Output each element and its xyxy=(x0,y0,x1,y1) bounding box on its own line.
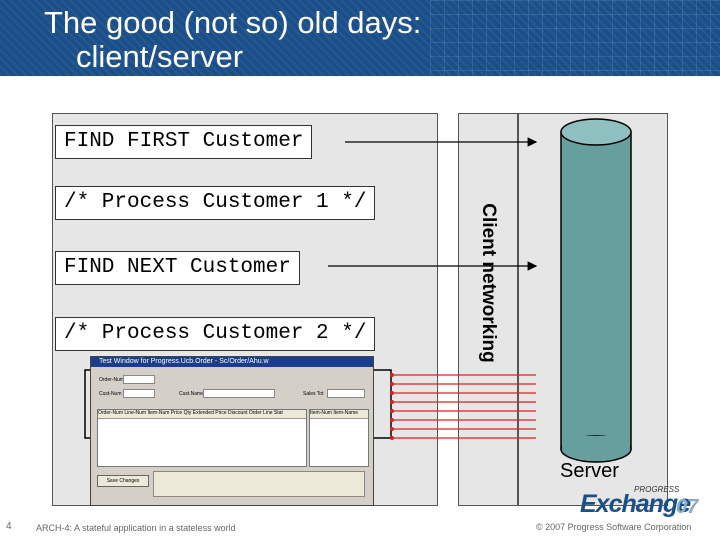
cust-name-label: Cust.Name xyxy=(179,391,205,397)
items-grid: Item-Num Item-Name xyxy=(309,409,369,467)
order-lines-grid-header: Order-Num Line-Num Item-Num Price Qty Ex… xyxy=(98,410,306,419)
header-grid-pattern xyxy=(430,0,720,76)
find-next-statement: FIND NEXT Customer xyxy=(55,251,300,285)
sales-tot-label: Sales Tot xyxy=(303,391,324,397)
network-wires xyxy=(392,374,536,439)
order-num-field xyxy=(123,375,155,384)
wire-endpoints xyxy=(390,373,394,440)
copyright: © 2007 Progress Software Corporation xyxy=(536,522,692,532)
status-area xyxy=(153,471,365,497)
find-first-statement: FIND FIRST Customer xyxy=(55,125,313,159)
database-icon xyxy=(560,118,632,463)
server-label: Server xyxy=(560,460,619,482)
header-banner: The good (not so) old days: client/serve… xyxy=(0,0,720,76)
network-panel xyxy=(458,113,518,506)
progress-logo-text: PROGRESS xyxy=(634,485,680,494)
title-line-1: The good (not so) old days: xyxy=(44,5,422,40)
order-lines-grid: Order-Num Line-Num Item-Num Price Qty Ex… xyxy=(97,409,307,467)
page-number: 4 xyxy=(6,521,12,532)
session-title: ARCH-4: A stateful application in a stat… xyxy=(36,523,236,533)
items-grid-header: Item-Num Item-Name xyxy=(310,410,368,419)
exchange-logo-year: 07 xyxy=(676,496,699,518)
app-window-screenshot: Test Window for Progress.Ucb.Order - Sc/… xyxy=(90,356,374,506)
cust-name-field xyxy=(203,389,275,398)
cust-num-label: Cust-Num xyxy=(99,391,122,397)
exchange-logo: Exchange xyxy=(580,490,691,518)
title-line-2: client/server xyxy=(76,39,244,74)
app-window-title: Test Window for Progress.Ucb.Order - Sc/… xyxy=(91,357,373,367)
order-num-label: Order-Num xyxy=(99,377,125,383)
process-customer-2-statement: /* Process Customer 2 */ xyxy=(55,317,376,351)
sales-tot-field xyxy=(327,389,365,398)
save-changes-button: Save Changes xyxy=(97,475,149,487)
slide-title: The good (not so) old days: client/serve… xyxy=(44,6,504,74)
cust-num-field xyxy=(123,389,155,398)
process-customer-1-statement: /* Process Customer 1 */ xyxy=(55,186,376,220)
